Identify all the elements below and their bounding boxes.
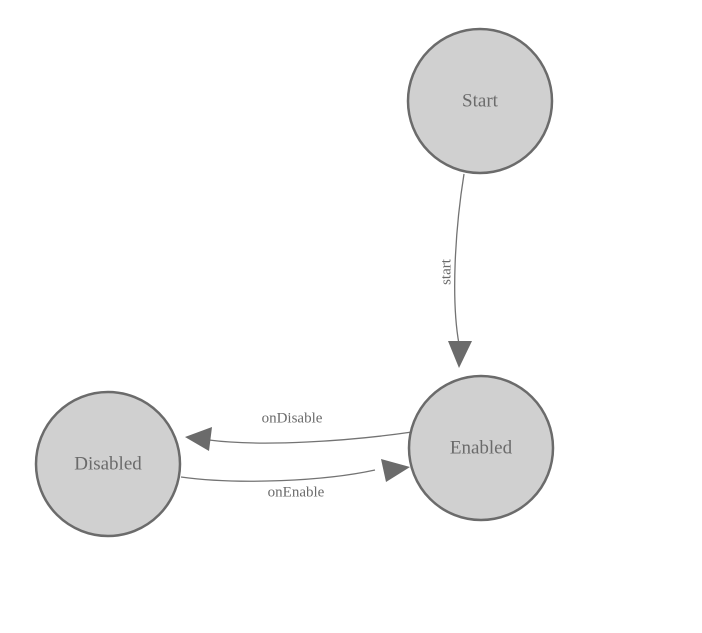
node-label-disabled: Disabled bbox=[74, 453, 142, 474]
node-label-start: Start bbox=[462, 90, 499, 111]
edge-enabled-to-disabled[interactable]: onDisable bbox=[185, 410, 413, 451]
arrowhead-icon-enabled-to-disabled bbox=[185, 427, 212, 451]
arrowhead-icon-start-to-enabled bbox=[448, 341, 472, 368]
node-circle-disabled bbox=[34, 390, 182, 538]
edge-path-start-to-enabled bbox=[454, 173, 465, 345]
node-label-enabled: Enabled bbox=[450, 437, 513, 458]
node-start[interactable]: Start bbox=[406, 27, 554, 175]
edge-label-on-enable: onEnable bbox=[268, 484, 325, 500]
node-enabled[interactable]: Enabled bbox=[407, 374, 555, 522]
node-circle-start bbox=[406, 27, 554, 175]
edge-start-to-enabled[interactable]: start bbox=[438, 173, 472, 368]
edge-disabled-to-enabled[interactable]: onEnable bbox=[180, 459, 410, 500]
edge-label-on-disable: onDisable bbox=[262, 410, 323, 426]
edge-label-start: start bbox=[438, 258, 454, 285]
edge-path-disabled-to-enabled bbox=[180, 469, 376, 482]
edge-path-enabled-to-disabled bbox=[208, 431, 413, 444]
arrowhead-icon-disabled-to-enabled bbox=[381, 459, 410, 482]
node-circle-enabled bbox=[407, 374, 555, 522]
node-disabled[interactable]: Disabled bbox=[34, 390, 182, 538]
